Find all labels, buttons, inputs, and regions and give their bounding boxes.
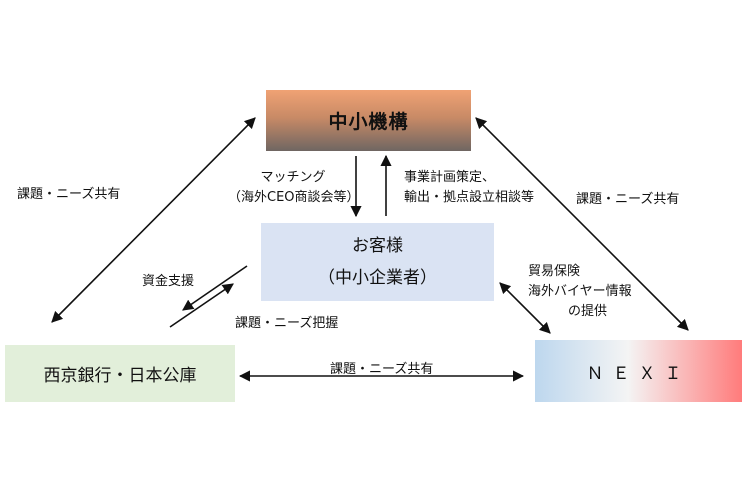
arrow-client-to-bank [182,265,248,311]
label-plan: 事業計画策定、 輸出・拠点設立相談等 [404,168,534,208]
node-client-label: お客様 [352,236,403,256]
node-smrj-label: 中小機構 [328,111,409,133]
label-matching: マッチング （海外CEO商談会等） [228,168,360,208]
arrow-client-nexi [499,282,551,334]
label-left-share: 課題・ニーズ共有 [17,187,121,202]
label-insurance: 貿易保険 海外バイヤー情報 の提供 [528,262,632,322]
label-matching-line2: （海外CEO商談会等） [228,190,360,205]
arrow-smrj-nexi [475,117,689,331]
label-insurance-line3: の提供 [568,304,608,319]
label-plan-line2: 輸出・拠点設立相談等 [404,190,535,205]
label-right-share: 課題・ニーズ共有 [576,192,680,207]
node-bank-label: 西京銀行・日本公庫 [43,366,197,386]
node-bank: 西京銀行・日本公庫 [5,345,235,402]
node-nexi: ＮＥＸＩ [535,340,742,402]
label-insurance-line2: 海外バイヤー情報 [528,284,632,299]
node-client-sublabel: （中小企業者） [318,268,437,288]
node-nexi-label: ＮＥＸＩ [586,363,691,384]
label-plan-line1: 事業計画策定、 [404,170,496,185]
label-bottom-share: 課題・ニーズ共有 [330,362,434,377]
arrow-bank-to-client [169,283,234,328]
arrow-bank-smrj [51,117,256,323]
label-matching-line1: マッチング [260,170,326,185]
label-insurance-line1: 貿易保険 [528,264,581,279]
label-funding: 資金支援 [142,274,195,289]
node-client: お客様 （中小企業者） [261,223,494,301]
label-needs-grasp: 課題・ニーズ把握 [235,316,339,331]
node-smrj: 中小機構 [266,90,471,151]
